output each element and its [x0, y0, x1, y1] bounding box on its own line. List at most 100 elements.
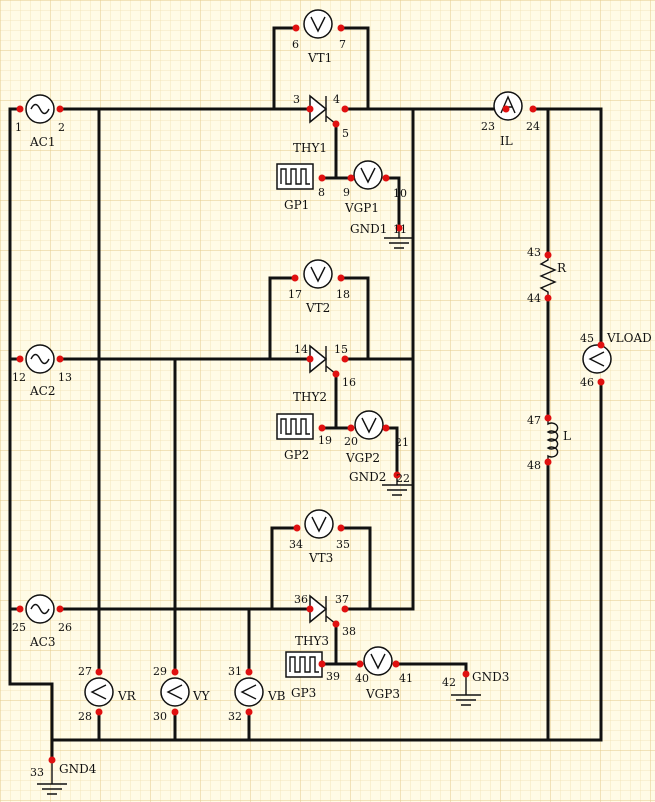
pin-label: 14 — [294, 343, 308, 356]
pin-label: 28 — [78, 710, 92, 723]
label-ac2: AC2 — [29, 384, 55, 398]
label-vgp3: VGP3 — [365, 687, 400, 701]
pin-label: 30 — [153, 710, 167, 723]
voltmeter-vload[interactable]: VLOAD — [582, 331, 652, 374]
pin-label: 16 — [342, 376, 356, 389]
ground-gnd3: GND3 — [451, 670, 509, 706]
pin-label: 38 — [342, 625, 356, 638]
pin-label: 39 — [326, 670, 340, 683]
ground-gnd2: GND2 — [349, 470, 412, 496]
pin-label: 6 — [292, 38, 299, 51]
label-gnd1: GND1 — [350, 222, 387, 236]
pin-label: 17 — [288, 288, 302, 301]
pin-label: 43 — [527, 246, 541, 259]
pin-label: 42 — [442, 676, 456, 689]
pin-label: 19 — [318, 434, 332, 447]
pin-label: 37 — [335, 593, 349, 606]
label-thy2: THY2 — [293, 390, 327, 404]
voltmeter-vr[interactable]: VR — [84, 677, 137, 707]
pin-label: 2 — [58, 121, 65, 134]
voltmeter-vy[interactable]: VY — [160, 677, 211, 707]
pin-label: 24 — [526, 120, 540, 133]
label-vb: VB — [267, 689, 286, 703]
thyristor-thy1[interactable]: THY1 — [293, 94, 337, 155]
pin-label: 32 — [228, 710, 242, 723]
label-thy1: THY1 — [293, 141, 327, 155]
pin-label: 26 — [58, 621, 72, 634]
pin-label: 21 — [395, 436, 409, 449]
voltmeter-vt2[interactable]: VT2 — [303, 259, 333, 315]
voltmeter-vgp3[interactable]: VGP3 — [363, 646, 400, 701]
label-l: L — [563, 429, 571, 443]
label-gp1: GP1 — [284, 198, 309, 212]
pin-label: 4 — [333, 93, 340, 106]
pin-dots — [16, 24, 605, 764]
pin-label: 34 — [289, 538, 303, 551]
pin-label: 18 — [336, 288, 350, 301]
voltmeter-vgp1[interactable]: VGP1 — [344, 160, 383, 215]
pin-label: 20 — [344, 435, 358, 448]
voltmeter-vb[interactable]: VB — [234, 677, 286, 707]
label-gnd2: GND2 — [349, 470, 386, 484]
inductor-l[interactable]: L — [546, 418, 571, 462]
ammeter-il[interactable]: IL — [493, 91, 523, 148]
label-thy3: THY3 — [295, 634, 329, 648]
pin-label: 22 — [396, 472, 410, 485]
label-vt3: VT3 — [308, 551, 333, 565]
label-vgp1: VGP1 — [344, 201, 379, 215]
label-vt2: VT2 — [305, 301, 330, 315]
pin-label: 46 — [580, 376, 594, 389]
pin-label: 33 — [30, 766, 44, 779]
pin-label: 44 — [527, 292, 541, 305]
pin-label: 1 — [15, 121, 22, 134]
resistor-r[interactable]: R — [539, 255, 567, 298]
pin-label: 5 — [342, 127, 349, 140]
pin-label: 47 — [527, 414, 541, 427]
ground-gnd1: GND1 — [350, 222, 414, 249]
label-vt1: VT1 — [307, 51, 332, 65]
pin-label: 7 — [339, 38, 346, 51]
pin-label: 8 — [318, 186, 325, 199]
label-gnd3: GND3 — [472, 670, 509, 684]
pin-label: 36 — [294, 593, 308, 606]
pin-label: 13 — [58, 371, 72, 384]
pin-label: 35 — [336, 538, 350, 551]
pin-label: 29 — [153, 665, 167, 678]
pin-label: 11 — [393, 223, 407, 236]
pin-label: 15 — [334, 343, 348, 356]
pin-label: 9 — [343, 186, 350, 199]
pin-label: 3 — [293, 93, 300, 106]
pulse-generator-gp2[interactable]: GP2 — [276, 413, 314, 462]
pulse-generator-gp1[interactable]: GP1 — [276, 163, 314, 212]
label-ac3: AC3 — [29, 635, 55, 649]
pin-label: 45 — [580, 332, 594, 345]
pin-label: 31 — [228, 665, 242, 678]
pin-label: 23 — [481, 120, 495, 133]
label-gp3: GP3 — [291, 686, 316, 700]
label-ac1: AC1 — [29, 135, 55, 149]
label-vload: VLOAD — [606, 331, 652, 345]
voltmeter-vgp2[interactable]: VGP2 — [345, 410, 384, 465]
label-r: R — [557, 261, 567, 275]
label-gnd4: GND4 — [59, 762, 97, 776]
label-il: IL — [500, 134, 513, 148]
ac-source-ac3[interactable]: AC3 — [25, 594, 55, 649]
ground-gnd4: GND4 — [37, 760, 97, 795]
label-vy: VY — [192, 689, 211, 703]
pin-label: 27 — [78, 665, 92, 678]
pin-label: 25 — [12, 621, 26, 634]
pin-label: 10 — [393, 187, 407, 200]
wires — [8, 26, 603, 762]
voltmeter-vt3[interactable]: VT3 — [304, 509, 334, 565]
ac-source-ac2[interactable]: AC2 — [25, 344, 55, 398]
voltmeter-vt1[interactable]: VT1 — [303, 9, 333, 65]
label-gp2: GP2 — [284, 448, 309, 462]
pin-label: 40 — [355, 672, 369, 685]
ac-source-ac1[interactable]: AC1 — [25, 94, 55, 149]
label-vr: VR — [117, 689, 137, 703]
pin-numbers: 1 2 3 4 5 6 7 8 9 10 11 12 13 14 15 16 1… — [12, 38, 594, 779]
pin-label: 48 — [527, 459, 541, 472]
pin-label: 12 — [12, 371, 26, 384]
